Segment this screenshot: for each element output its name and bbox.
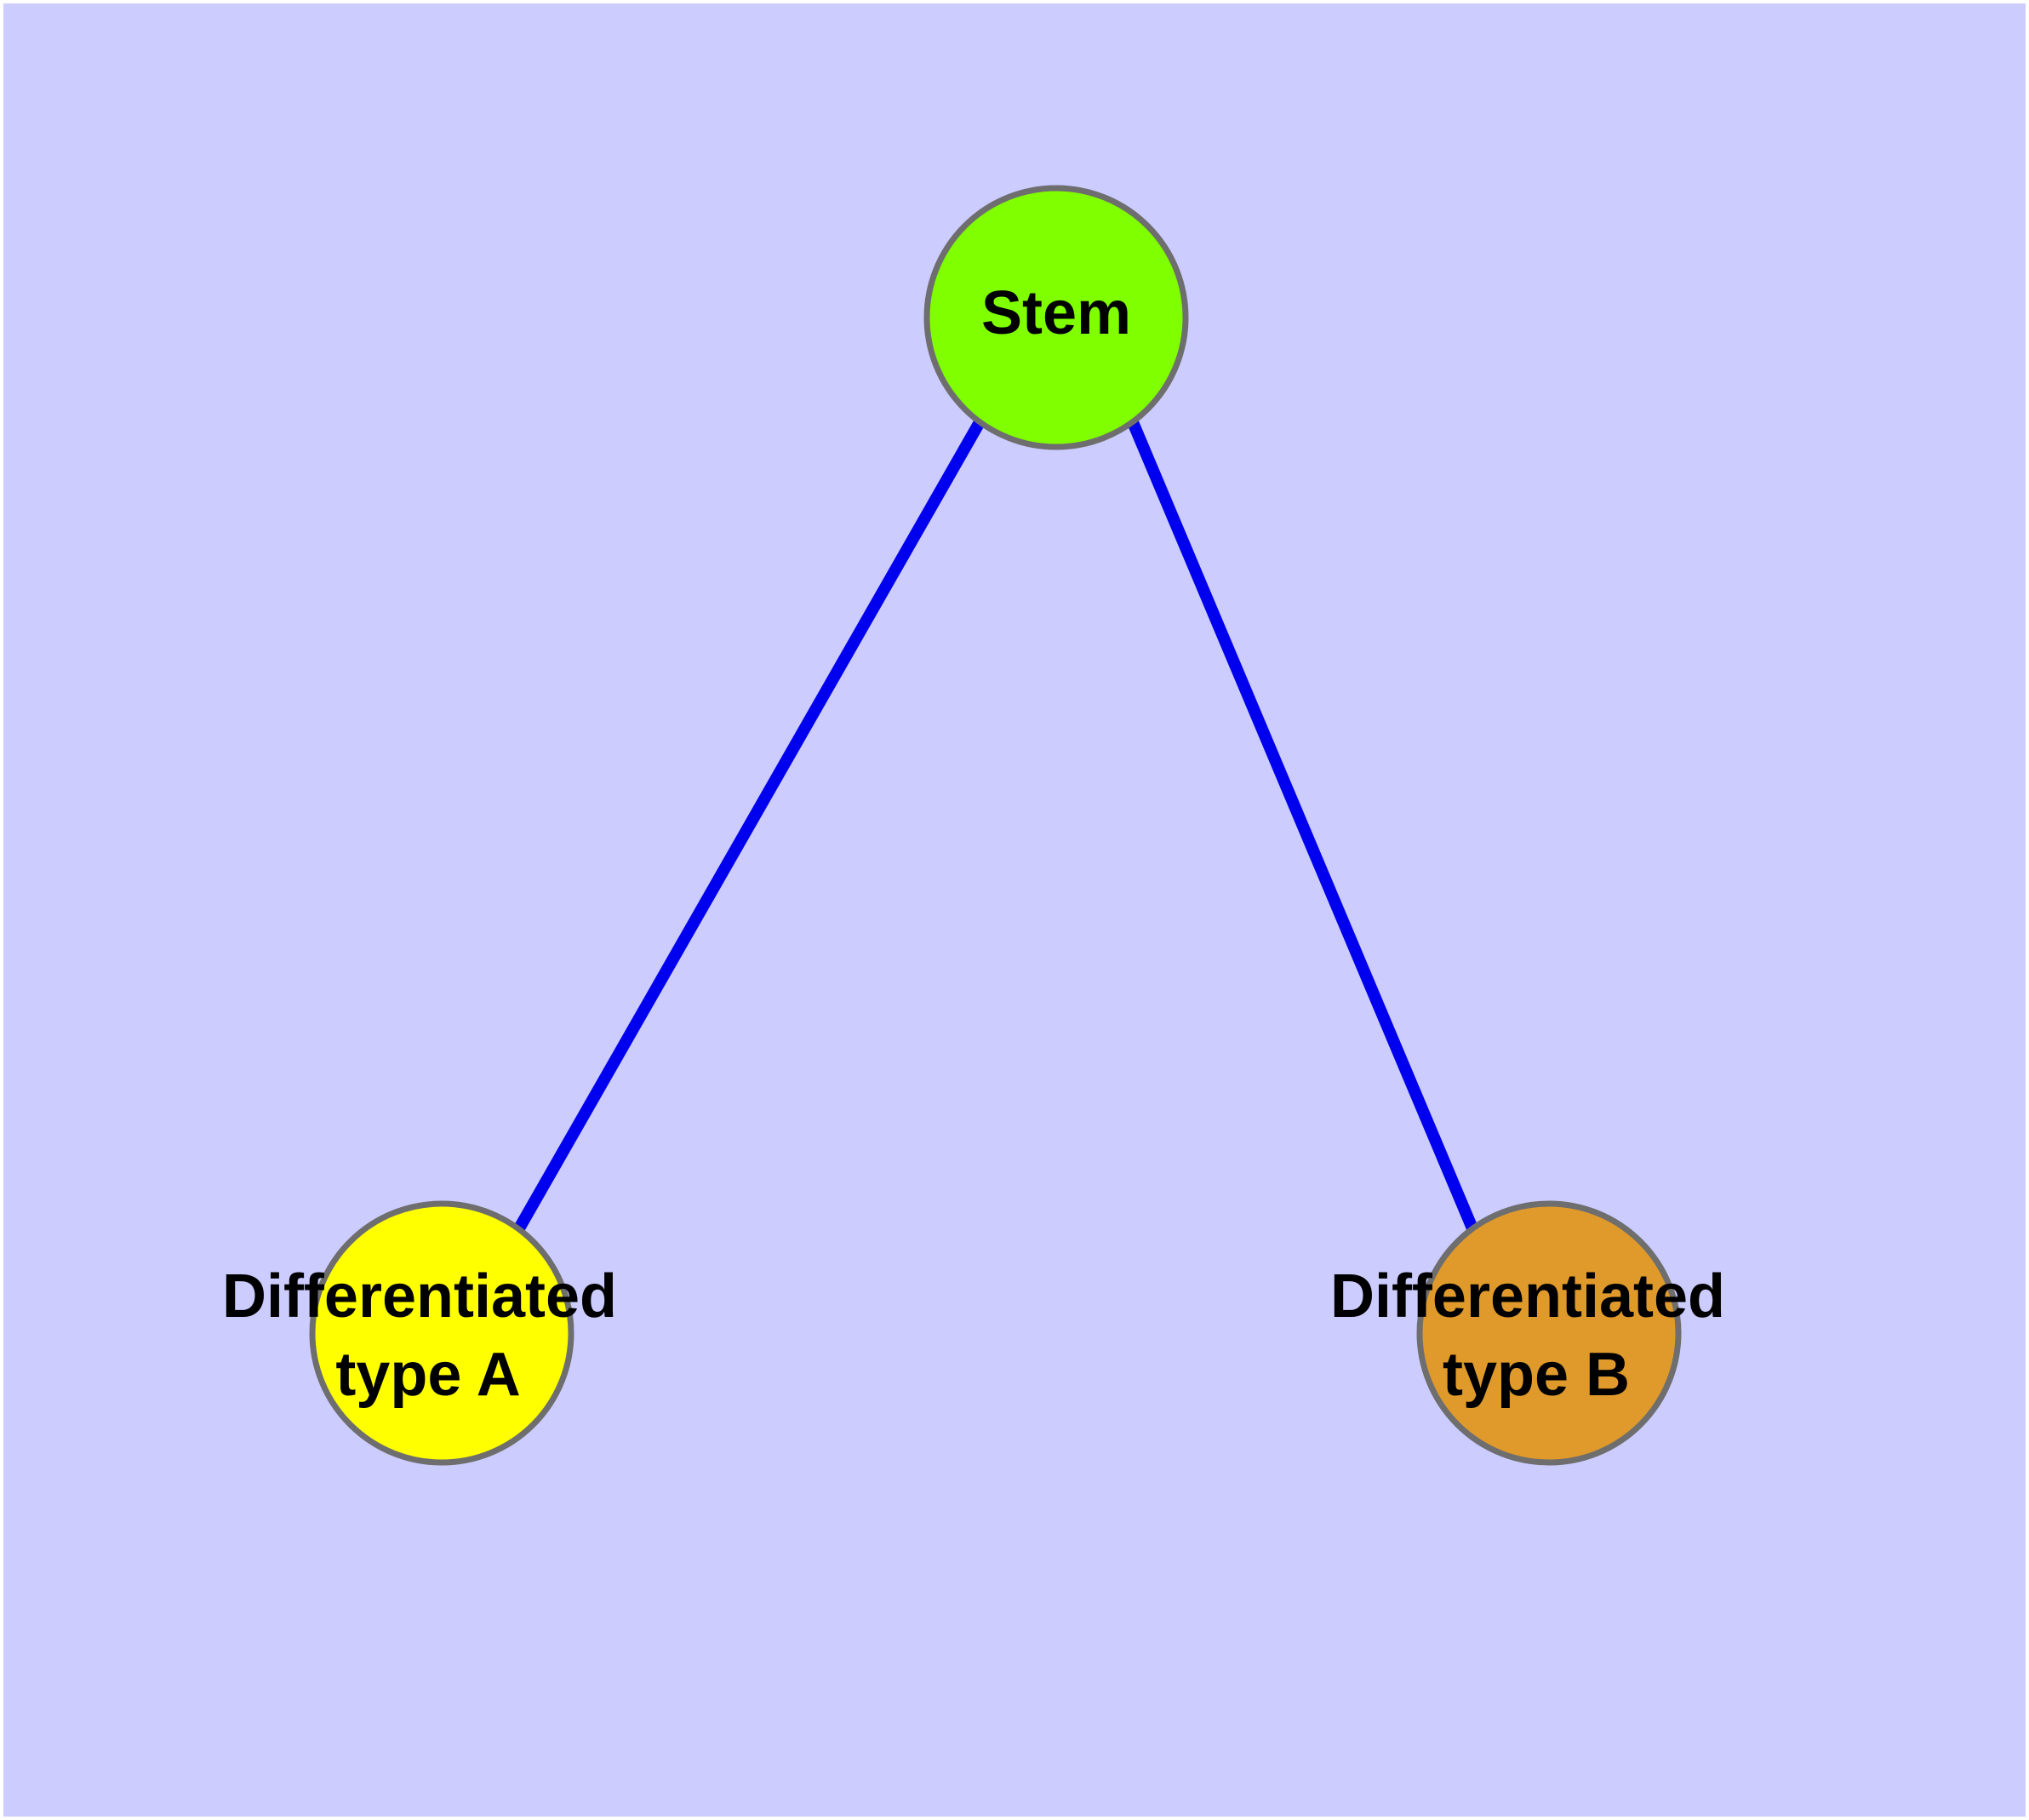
node-differentiated-type-b-label: Differentiated type B [1330,1262,1742,1409]
node-differentiated-type-a-label: Differentiated type A [222,1262,634,1409]
node-differentiated-type-b[interactable] [1416,1200,1682,1466]
node-stem[interactable] [923,185,1189,450]
node-differentiated-type-b-circle[interactable] [1416,1200,1682,1466]
node-differentiated-type-b-label-line-1: Differentiated [1330,1262,1725,1331]
node-differentiated-type-b-label-line-2: type B [1443,1341,1630,1409]
node-differentiated-type-a-label-line-1: Differentiated [222,1262,617,1331]
node-stem-label: Stem [981,279,1131,347]
labels-layer: Stem Differentiated type A Differentiate… [222,279,1742,1409]
edges-layer [513,419,1478,1232]
edge-stem-to-differentiated-type-a[interactable] [513,419,986,1232]
nodes-layer [309,185,1682,1466]
node-differentiated-type-a-label-line-2: type A [335,1341,520,1409]
node-stem-label-line-1: Stem [981,279,1131,347]
node-differentiated-type-a[interactable] [309,1200,574,1466]
node-stem-circle[interactable] [923,185,1189,450]
node-differentiated-type-a-circle[interactable] [309,1200,574,1466]
edge-stem-to-differentiated-type-b[interactable] [1127,420,1478,1231]
